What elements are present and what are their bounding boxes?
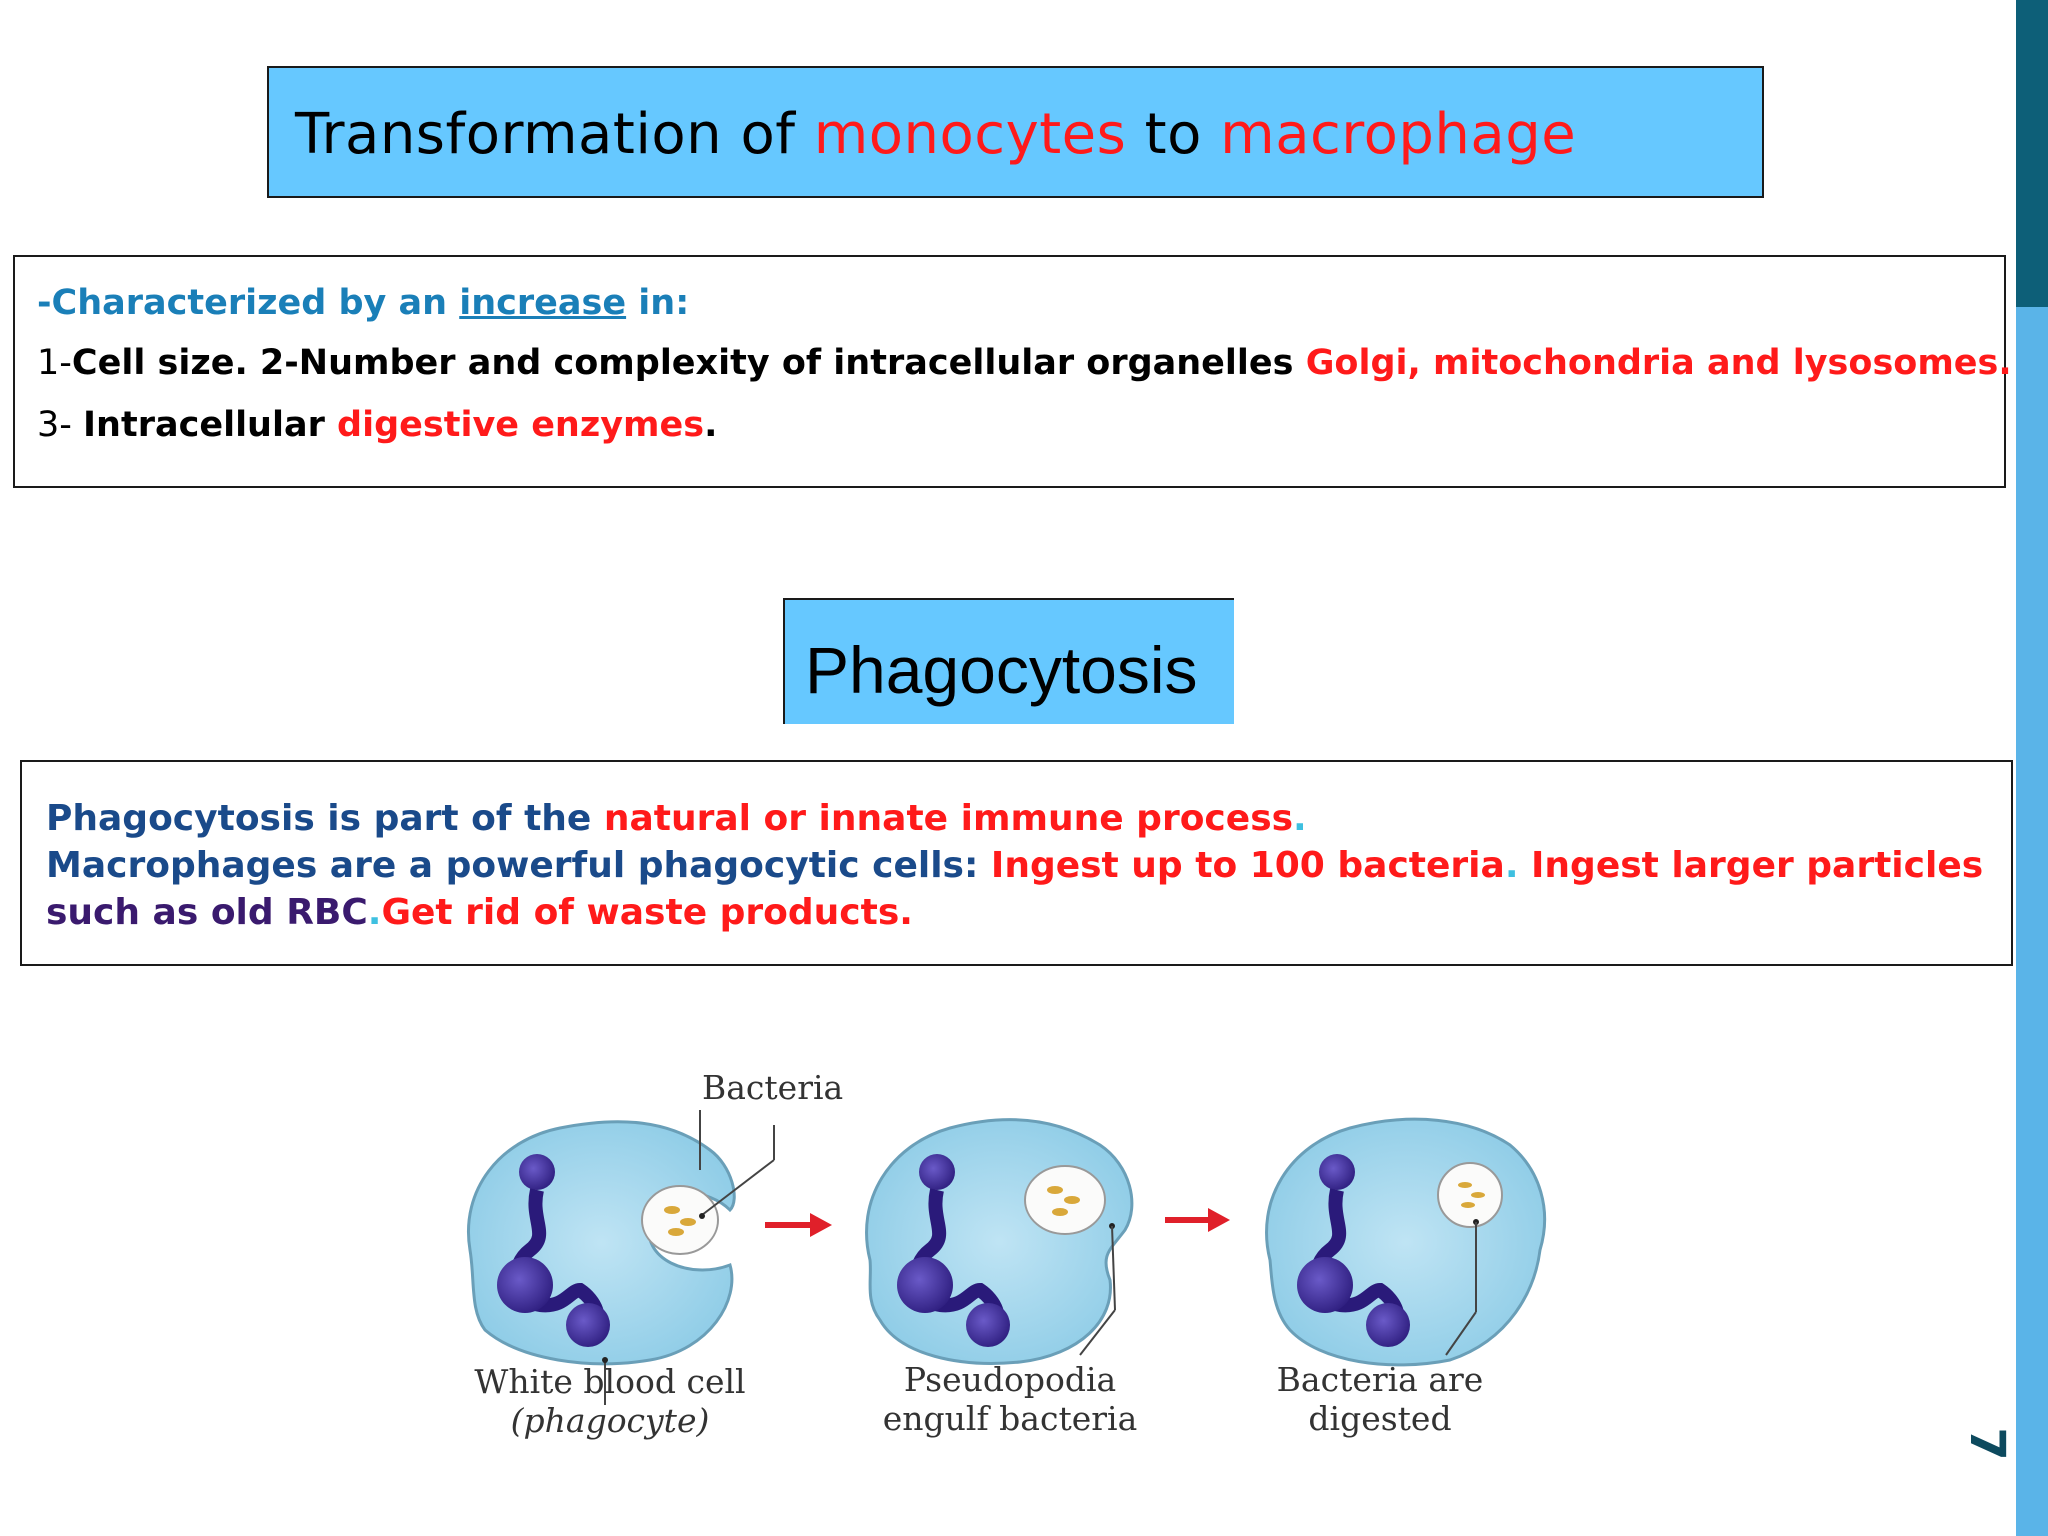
title-monocytes: monocytes [813,102,1127,167]
sidebar-accent-light [2016,307,2048,1536]
title-banner: Transformation of monocytes to macrophag… [267,66,1764,198]
item-text: Intracellular [83,405,338,445]
phagocytosis-line-2: Macrophages are a powerful phagocytic ce… [46,845,1983,886]
cell-stage-1 [467,1110,775,1405]
text-innate: natural or innate immune process [603,798,1294,839]
item-enzymes: digestive enzymes [337,405,705,445]
arrow-head-icon [1208,1208,1230,1232]
characteristic-3: 3- Intracellular digestive enzymes. [37,405,717,445]
characteristics-intro: -Characterized by an increase in: [37,283,689,323]
stage-3-line-2: digested [1308,1399,1452,1438]
title-part: Transformation of [295,102,814,167]
stage-2-label: Pseudopodia engulf bacteria [880,1360,1140,1438]
stage-1-line-1: White blood cell [474,1362,746,1401]
stage-2-line-2: engulf bacteria [882,1399,1138,1438]
text: Macrophages are a powerful phagocytic ce… [46,845,991,886]
characteristics-box: -Characterized by an increase in: 1-Cell… [13,255,2012,488]
text: . [1504,845,1532,886]
phagocytosis-diagram: Bacteria White blood cell (phagocyte) Ps… [440,1050,1580,1470]
sidebar-accent-dark [2016,0,2048,307]
text: such as old RBC [46,892,368,933]
phagocytosis-line-1: Phagocytosis is part of the natural or i… [46,798,1307,839]
section-title: Phagocytosis [805,633,1198,707]
item-number: 1- [37,343,72,383]
cell-stage-2 [865,1118,1134,1365]
stage-1-line-2: (phagocyte) [510,1401,710,1440]
cell-stage-3 [1265,1117,1547,1367]
item-organelles: Golgi, mitochondria and lysosomes. [1305,343,2012,383]
intro-text: -Characterized by an [37,283,460,323]
item-text: . [704,405,718,445]
text-waste: Get rid of waste products. [381,892,913,933]
item-number: 3- [37,405,84,445]
stage-1-label: White blood cell (phagocyte) [460,1362,760,1440]
bacteria-label: Bacteria [702,1068,844,1107]
item-text: Cell size. 2-Number and complexity of in… [71,343,1306,383]
text: . [367,892,382,933]
title-part: to [1126,102,1221,167]
page-title: Transformation of monocytes to macrophag… [295,102,1576,167]
characteristic-1-2: 1-Cell size. 2-Number and complexity of … [37,343,2012,383]
text-ingest-larger: Ingest larger particles [1531,845,1984,886]
intro-text: in: [626,283,690,323]
phagocytosis-line-3: such as old RBC.Get rid of waste product… [46,892,913,933]
phagocytosis-banner: Phagocytosis [783,598,1234,724]
phagocytosis-box: Phagocytosis is part of the natural or i… [20,760,2013,966]
phagocytosis-illustration [467,1110,1547,1405]
title-macrophage: macrophage [1220,102,1577,167]
text: Phagocytosis is part of the [46,798,604,839]
stage-3-line-1: Bacteria are [1276,1360,1484,1399]
page-number: 7 [1959,1427,2015,1461]
stage-2-line-1: Pseudopodia [903,1360,1117,1399]
arrow-head-icon [810,1213,832,1237]
intro-increase: increase [459,283,627,323]
stage-3-label: Bacteria are digested [1260,1360,1500,1438]
text-ingest: Ingest up to 100 bacteria [990,845,1505,886]
text: . [1293,798,1307,839]
